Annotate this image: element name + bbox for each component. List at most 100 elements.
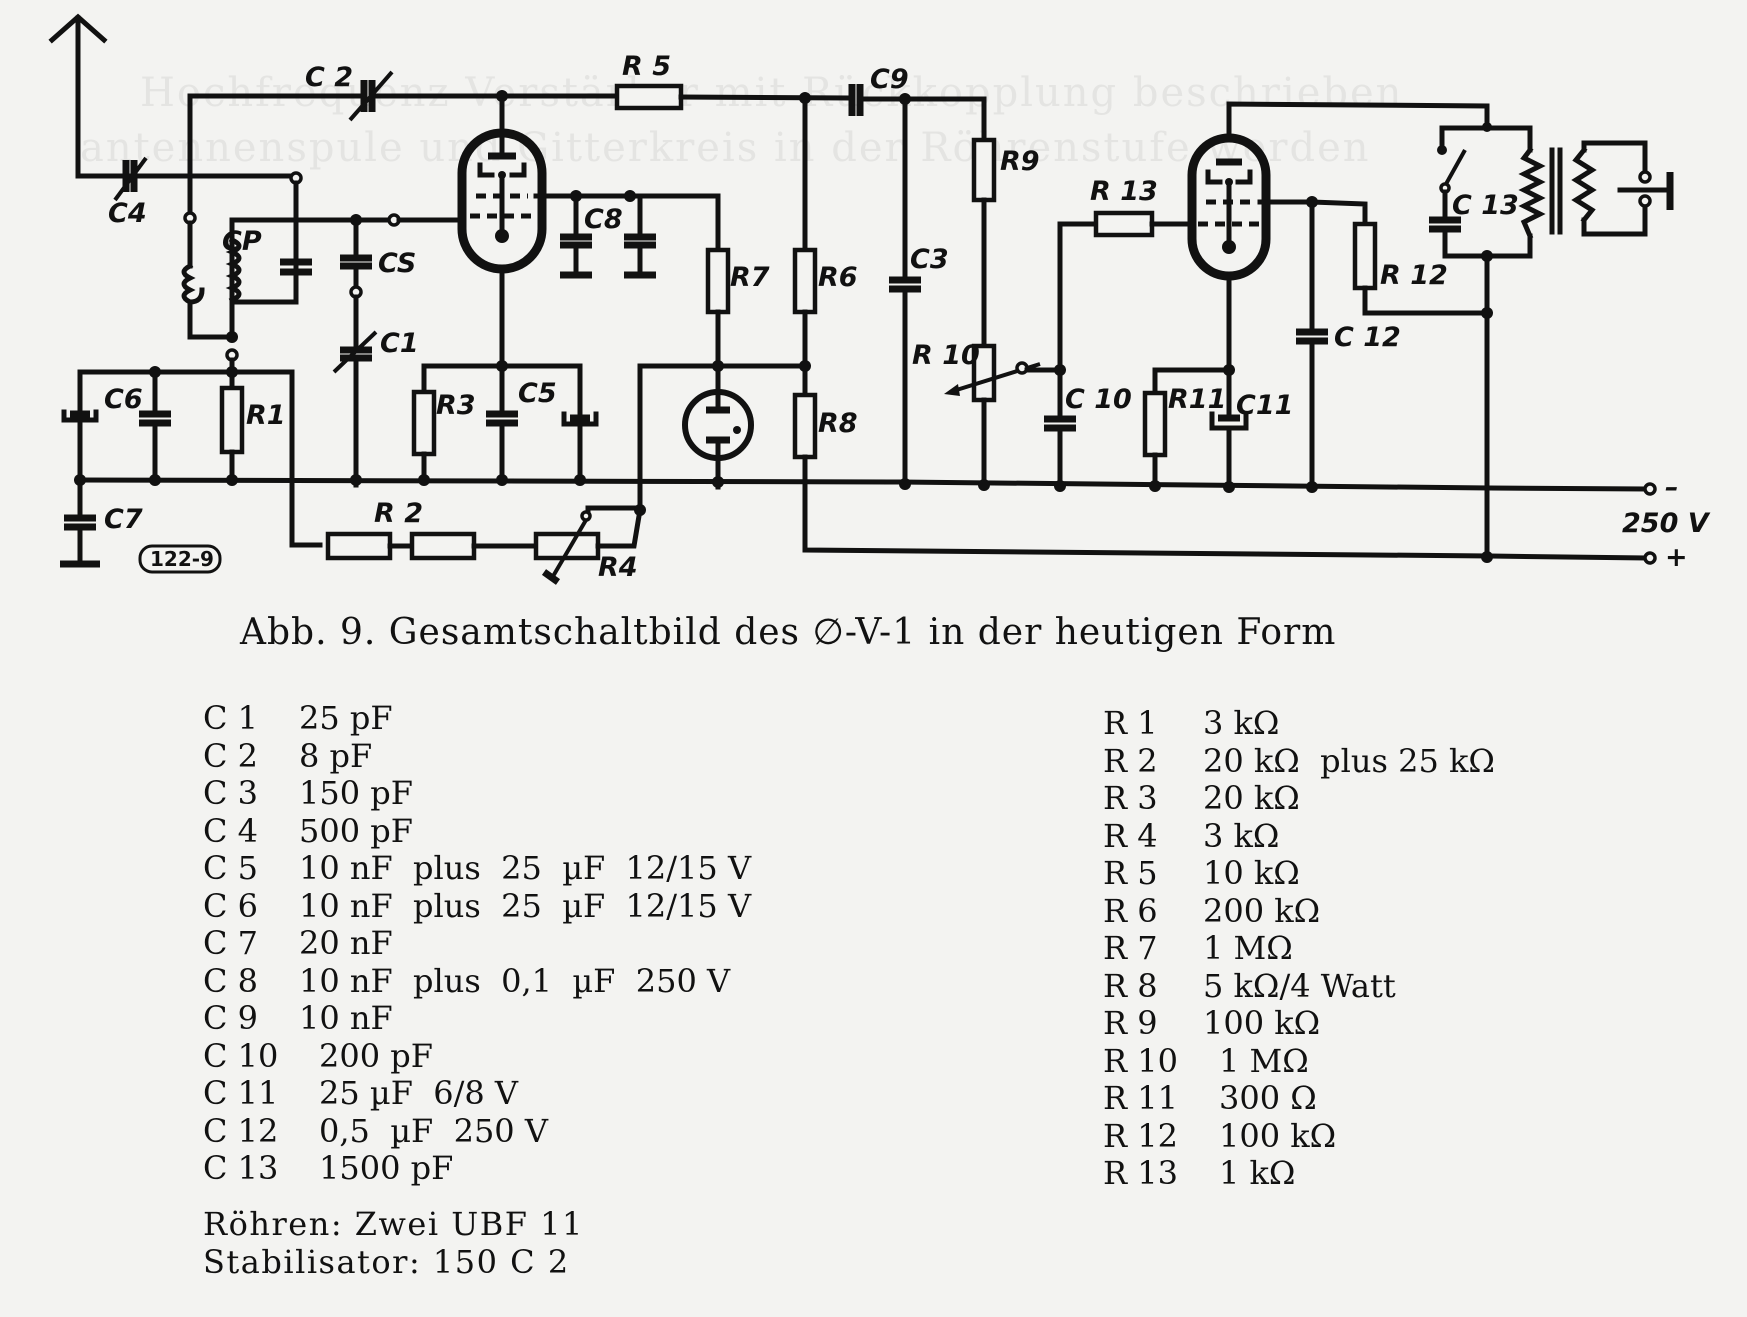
- figure-stamp: 122-9: [150, 547, 214, 571]
- capacitor-c2-symbol: [348, 70, 394, 122]
- part-ref: R 6: [1103, 891, 1158, 930]
- part-ref: R 9: [1103, 1004, 1158, 1042]
- part-value: 8 pF: [299, 736, 373, 775]
- part-value: 10 nF: [299, 999, 393, 1037]
- resistor-r2a: [325, 531, 393, 561]
- list-item: R 9 100 kΩ: [1103, 1004, 1495, 1043]
- antenna-icon: [48, 13, 133, 179]
- resistor-r6: [792, 247, 818, 315]
- capacitor-c9-symbol: [848, 84, 864, 116]
- capacitor-c4-symbol: [113, 156, 299, 202]
- label-c12: C 12: [1334, 322, 1401, 353]
- part-ref: R 13: [1103, 1154, 1178, 1192]
- resistor-r1: [219, 385, 245, 455]
- part-value: 20 kΩ: [1203, 779, 1300, 817]
- part-value: 100 kΩ: [1203, 1004, 1321, 1042]
- part-ref: R 1: [1103, 704, 1158, 742]
- label-c4: C4: [108, 198, 147, 229]
- tubes-line: Röhren: Zwei UBF 11: [203, 1205, 584, 1243]
- stabilizer-line: Stabilisator: 150 C 2: [203, 1243, 570, 1281]
- part-value: 5 kΩ/4 Watt: [1203, 966, 1396, 1005]
- label-cp: CP: [222, 226, 262, 257]
- label-c3: C3: [910, 244, 949, 275]
- list-item: C 8 10 nF plus 0,1 µF 250 V: [203, 961, 751, 1001]
- label-c10: C 10: [1065, 384, 1132, 415]
- part-ref: C 8: [203, 961, 259, 1000]
- list-item: C 7 20 nF: [203, 924, 751, 963]
- label-c5: C5: [518, 378, 557, 409]
- part-ref: C 10: [203, 1036, 279, 1075]
- label-c8: C8: [584, 204, 623, 235]
- part-value: 1 MΩ: [1219, 1041, 1309, 1080]
- list-item: C 10 200 pF: [203, 1036, 751, 1076]
- label-r10: R 10: [912, 340, 980, 371]
- label-c7: C7: [104, 504, 143, 535]
- part-value: 25 µF 6/8 V: [319, 1074, 519, 1112]
- headphone-jack-icon: [1617, 170, 1674, 210]
- part-value: 150 pF: [299, 774, 413, 812]
- coil-grid-icon: [225, 217, 323, 340]
- capacitor-c1-symbol: [332, 330, 378, 488]
- part-ref: C 7: [203, 924, 259, 962]
- switch-icon: [1439, 149, 1467, 194]
- label-r1: R1: [246, 400, 286, 431]
- label-r11: R11: [1168, 384, 1226, 415]
- label-r4: R4: [598, 552, 638, 583]
- resistor-r2b: [409, 531, 477, 561]
- part-value: 20 nF: [299, 924, 393, 962]
- resistor-r3: [411, 389, 437, 457]
- resistor-r11: [1142, 390, 1168, 458]
- list-item: C 2 8 pF: [203, 736, 751, 776]
- part-ref: C 1: [203, 699, 259, 737]
- capacitor-c7-symbol: [60, 477, 100, 568]
- supply-plus-terminal: [1643, 551, 1657, 565]
- capacitor-c12-symbol: [1296, 199, 1328, 490]
- label-c1: C1: [380, 328, 419, 359]
- part-value: 10 nF plus 0,1 µF 250 V: [299, 961, 731, 1000]
- part-ref: C 3: [203, 774, 259, 812]
- part-ref: C 11: [203, 1074, 279, 1112]
- capacitor-c6-symbol: [61, 369, 171, 483]
- label-r5: R 5: [622, 51, 671, 82]
- supply-voltage-label: 250 V: [1622, 508, 1711, 539]
- part-ref: R 5: [1103, 854, 1158, 892]
- circuit-schematic: C4 C 2 R 5 C9 CP: [48, 13, 1711, 585]
- part-ref: C 2: [203, 736, 259, 775]
- part-value: 10 kΩ: [1203, 854, 1300, 892]
- list-item: C 3 150 pF: [203, 774, 751, 813]
- list-item: R 1 3 kΩ: [1103, 704, 1495, 743]
- part-value: 300 Ω: [1219, 1079, 1317, 1117]
- capacitor-c10-symbol: [1044, 367, 1076, 490]
- label-c9: C9: [870, 64, 909, 95]
- label-r2: R 2: [374, 498, 423, 529]
- resistor-r7: [705, 247, 731, 315]
- part-ref: R 3: [1103, 779, 1158, 817]
- part-value: 3 kΩ: [1203, 704, 1280, 742]
- part-value: 200 pF: [319, 1036, 433, 1075]
- resistor-r5: [614, 83, 684, 111]
- part-value: 1500 pF: [319, 1149, 454, 1187]
- resistor-r9: [971, 137, 997, 203]
- list-item: R 5 10 kΩ: [1103, 854, 1495, 893]
- part-value: 20 kΩ plus 25 kΩ: [1203, 741, 1495, 780]
- capacitor-cp-symbol: [280, 258, 312, 276]
- supply-minus-terminal: [1643, 482, 1657, 496]
- label-r12: R 12: [1380, 260, 1448, 291]
- label-c11: C11: [1236, 390, 1293, 421]
- part-ref: C 4: [203, 811, 259, 850]
- label-r7: R7: [730, 262, 770, 293]
